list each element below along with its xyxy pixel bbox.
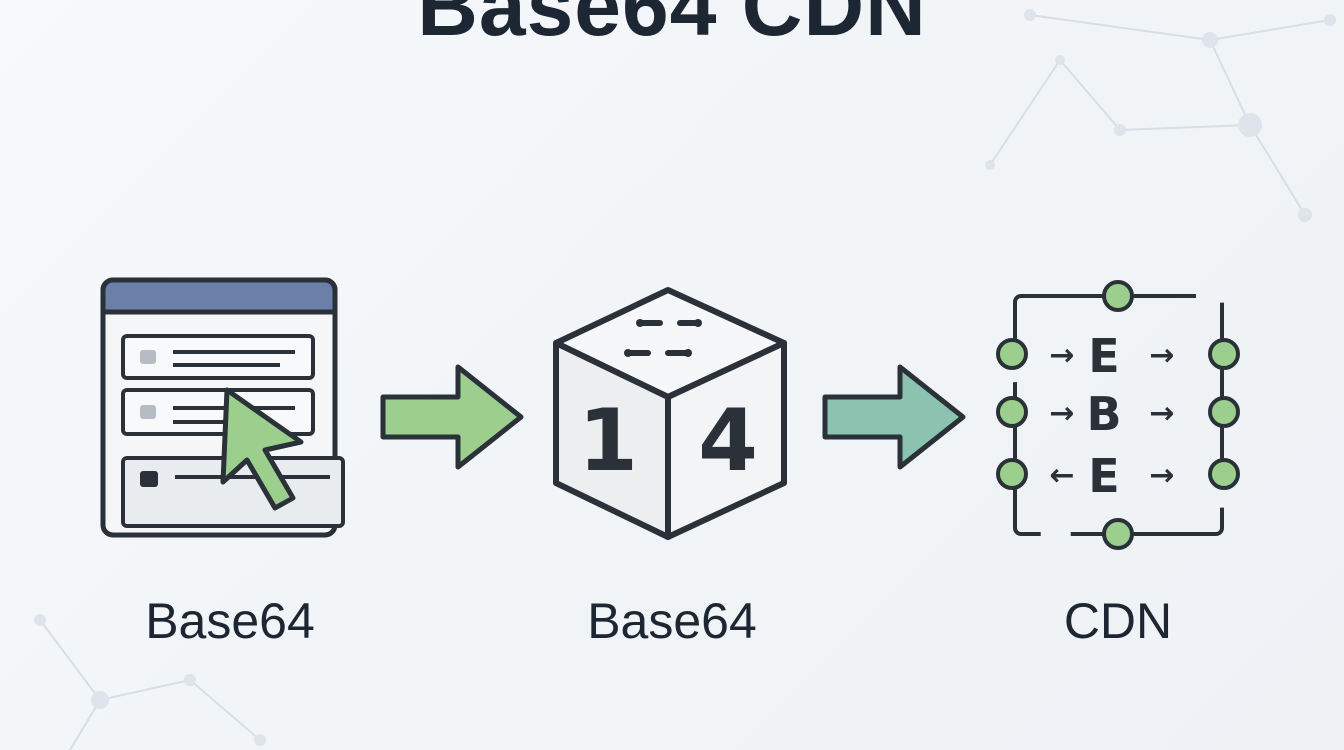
cdn-row-letter: E bbox=[1088, 329, 1119, 383]
flow-arrow-icon bbox=[822, 364, 966, 470]
cube-side-glyph: 4 bbox=[698, 391, 758, 491]
browser-window-cursor-icon bbox=[100, 277, 345, 538]
svg-text:→: → bbox=[1149, 338, 1174, 373]
step-label: CDN bbox=[1063, 593, 1173, 649]
cdn-row-letter: E bbox=[1088, 449, 1119, 503]
svg-text:→: → bbox=[1149, 396, 1174, 431]
encoding-cube-icon: 1 4 bbox=[553, 287, 787, 540]
svg-text:→: → bbox=[1149, 458, 1174, 493]
cdn-network-icon: → E → → B → ← E → bbox=[996, 280, 1240, 550]
flow-arrow-icon bbox=[380, 364, 524, 470]
cdn-row-arrow: → bbox=[1049, 338, 1074, 373]
cube-front-glyph: 1 bbox=[578, 391, 638, 491]
cdn-row-letter: B bbox=[1086, 387, 1121, 441]
page-title: Base64 CDN bbox=[417, 0, 927, 53]
cdn-row-arrow: ← bbox=[1049, 458, 1074, 493]
step-label: Base64 bbox=[587, 593, 757, 649]
cdn-row-arrow: → bbox=[1049, 396, 1074, 431]
step-label: Base64 bbox=[145, 593, 315, 649]
